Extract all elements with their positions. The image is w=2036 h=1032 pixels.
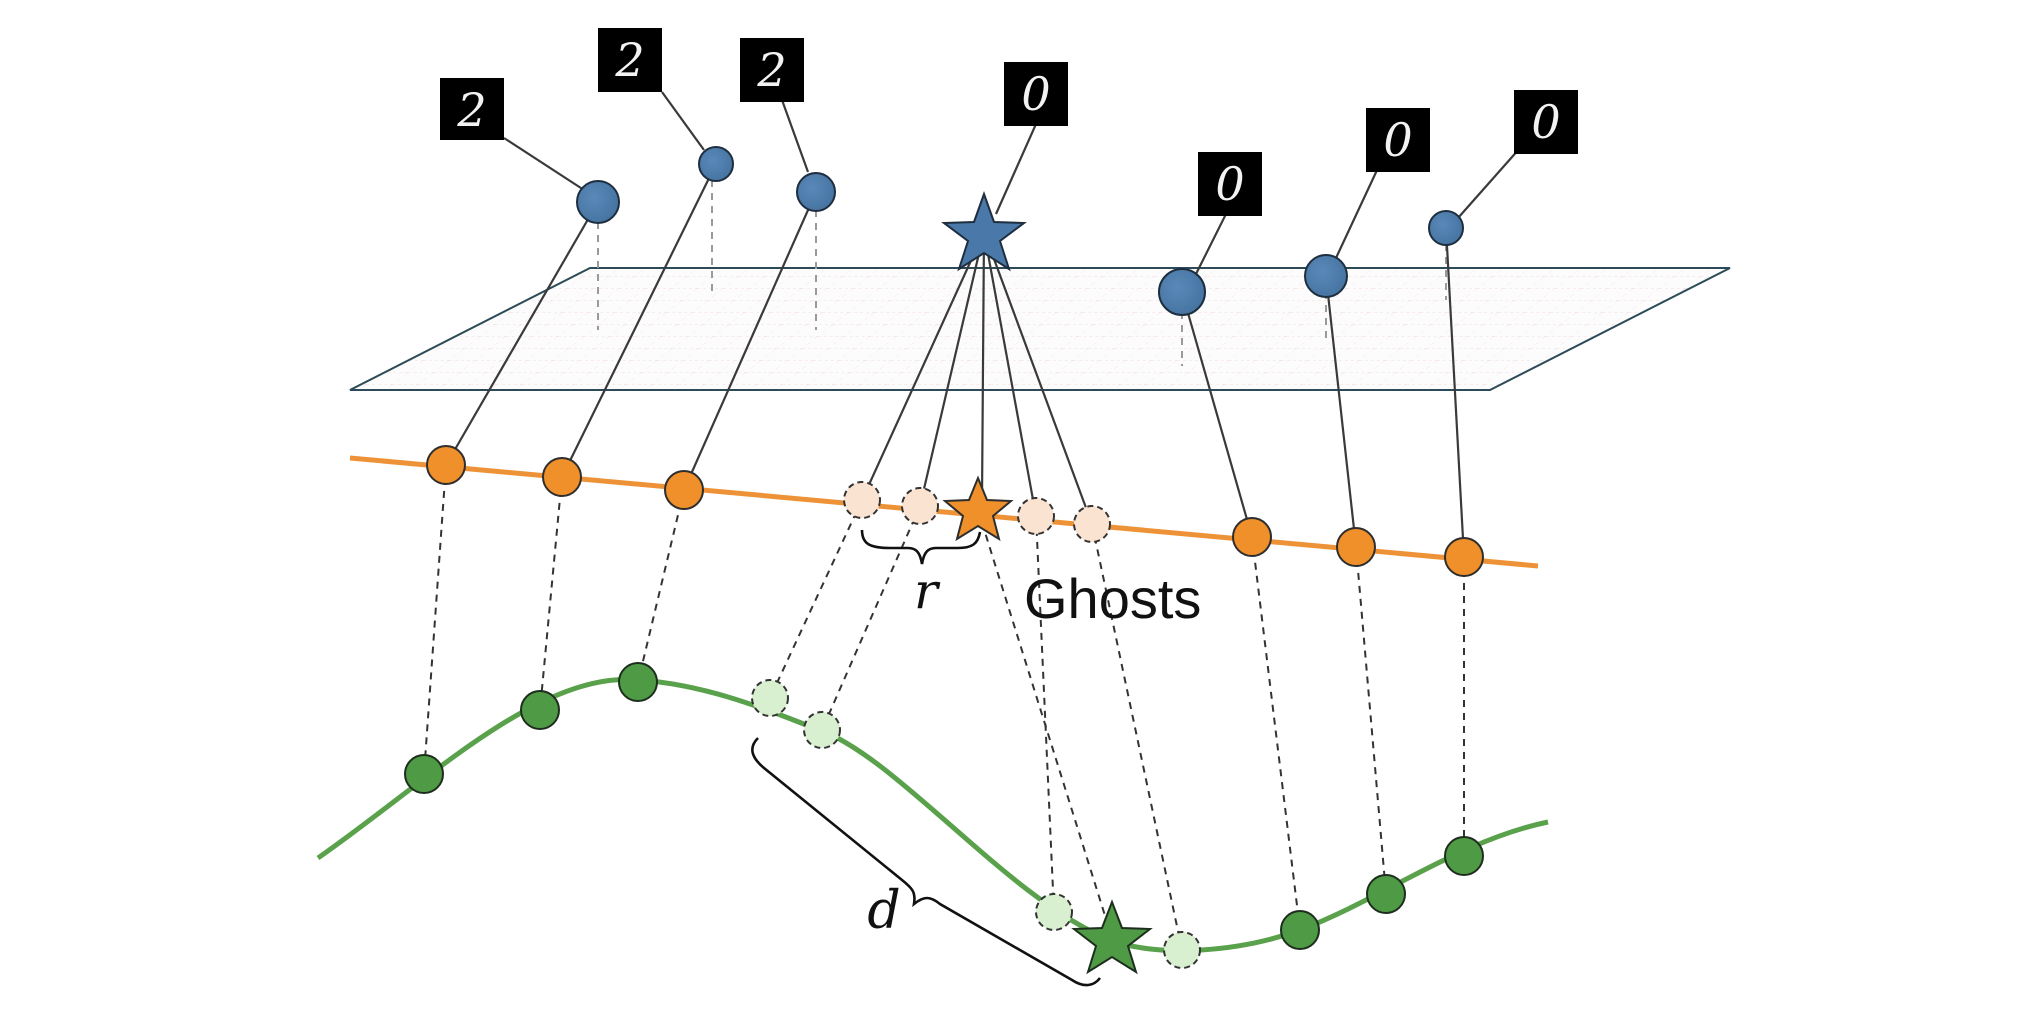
connector — [561, 163, 717, 478]
fan-line — [918, 231, 986, 507]
blue-point — [1428, 210, 1464, 246]
fan-line — [860, 231, 986, 501]
green-point — [1366, 874, 1406, 914]
plane-border — [349, 267, 1731, 391]
dashed-connector — [539, 476, 563, 711]
leader-line — [780, 99, 810, 173]
dashed-connector — [821, 505, 921, 731]
orange-ghosts — [843, 481, 1111, 543]
digit-image: 0 — [1514, 90, 1578, 154]
dashed-connector — [637, 489, 685, 683]
green-manifold-curve — [316, 676, 1549, 954]
digit-image: 0 — [1004, 62, 1068, 126]
blue-star-query-icon — [941, 191, 1027, 272]
digit-glyph: 0 — [1383, 113, 1412, 167]
digit-glyph: 2 — [456, 83, 486, 137]
green-point — [618, 662, 658, 702]
green-point — [404, 754, 444, 794]
blue-point — [796, 172, 836, 212]
green-point — [1280, 910, 1320, 950]
digit-glyph: 2 — [614, 33, 644, 87]
dashed-connector — [769, 499, 863, 699]
orange-star-query-icon — [942, 475, 1014, 542]
fan-line — [982, 231, 1038, 517]
connector — [1180, 291, 1254, 538]
digit-images: 2 2 2 0 0 0 0 — [440, 28, 1578, 216]
digit-glyph: 0 — [1021, 67, 1050, 121]
r-brace — [860, 529, 982, 565]
leader-line — [1335, 167, 1379, 259]
blue-to-orange-connectors — [445, 163, 1466, 558]
green-star-query-icon — [1071, 899, 1153, 975]
digit-image: 2 — [740, 38, 804, 102]
orange-ghost-point — [901, 487, 939, 525]
orange-point — [1336, 527, 1376, 567]
d-brace — [751, 737, 1102, 987]
orange-ghost-point — [1073, 505, 1111, 543]
blue-point — [1158, 268, 1206, 316]
orange-point — [664, 470, 704, 510]
dashed-connector — [1035, 515, 1055, 913]
connector — [1444, 227, 1466, 558]
digit-image: 0 — [1198, 152, 1262, 216]
plane-projection-lines — [597, 180, 1447, 366]
orange-ghost-point — [1017, 497, 1055, 535]
orange-point — [1232, 517, 1272, 557]
dashed-connector — [1355, 546, 1387, 895]
orange-to-green-connectors — [423, 464, 1465, 951]
digit-leader-lines — [503, 91, 1521, 275]
digit-glyph: 0 — [1531, 95, 1560, 149]
green-ghost-point — [803, 711, 841, 749]
green-point — [520, 690, 560, 730]
green-ghost-point — [751, 679, 789, 717]
ghosts-label: Ghosts — [1024, 567, 1201, 630]
leader-line — [503, 137, 585, 191]
orange-point — [426, 445, 466, 485]
connector — [445, 201, 599, 466]
blue-point — [576, 180, 620, 224]
digit-image: 2 — [598, 28, 662, 92]
blue-point — [1304, 254, 1348, 298]
green-point — [1444, 836, 1484, 876]
blue-points — [576, 146, 1464, 316]
green-ghost-point — [1163, 931, 1201, 969]
leader-line — [1195, 213, 1227, 275]
leader-line — [994, 123, 1038, 215]
blue-point — [698, 146, 734, 182]
digit-glyph: 0 — [1215, 157, 1244, 211]
fan-line — [980, 231, 986, 501]
fan-line — [982, 231, 1094, 525]
embedding-plane — [349, 267, 1731, 391]
leader-line — [1457, 147, 1521, 219]
connector — [1324, 275, 1358, 548]
connector — [682, 191, 818, 491]
orange-ghost-point — [843, 481, 881, 519]
digit-image: 0 — [1366, 108, 1430, 172]
d-label: d — [867, 881, 900, 941]
leader-line — [661, 91, 705, 151]
star-fan-lines — [860, 231, 1094, 525]
r-label: r — [914, 562, 941, 620]
orange-points — [426, 445, 1484, 577]
dashed-connector — [1251, 536, 1301, 931]
orange-point — [1444, 537, 1484, 577]
orange-point — [542, 457, 582, 497]
green-points — [404, 662, 1484, 950]
green-ghost-point — [1035, 893, 1073, 931]
green-ghosts — [751, 679, 1201, 969]
digit-image: 2 — [440, 78, 504, 140]
dashed-connector — [423, 464, 447, 775]
digit-glyph: 2 — [756, 43, 786, 97]
plane-grid — [350, 268, 1730, 390]
